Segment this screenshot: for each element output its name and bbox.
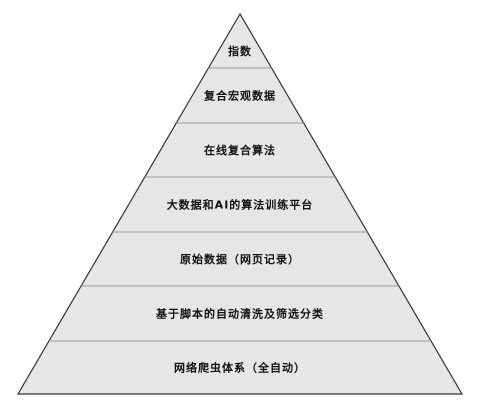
layer-label-7: 网络爬虫体系（全自动） [174, 361, 306, 375]
layer-label-1: 指数 [228, 44, 252, 58]
layer-label-6: 基于脚本的自动清洗及筛选分类 [155, 307, 324, 321]
pyramid-outline [16, 12, 464, 395]
layer-labels: 指数 复合宏观数据 在线复合算法 大数据和AI的算法训练平台 原始数据（网页记录… [155, 44, 324, 375]
layer-label-5: 原始数据（网页记录） [180, 252, 300, 266]
layer-label-4: 大数据和AI的算法训练平台 [167, 198, 314, 212]
layer-dividers [49, 67, 431, 342]
layer-label-3: 在线复合算法 [204, 143, 276, 157]
layer-label-2: 复合宏观数据 [203, 89, 276, 103]
